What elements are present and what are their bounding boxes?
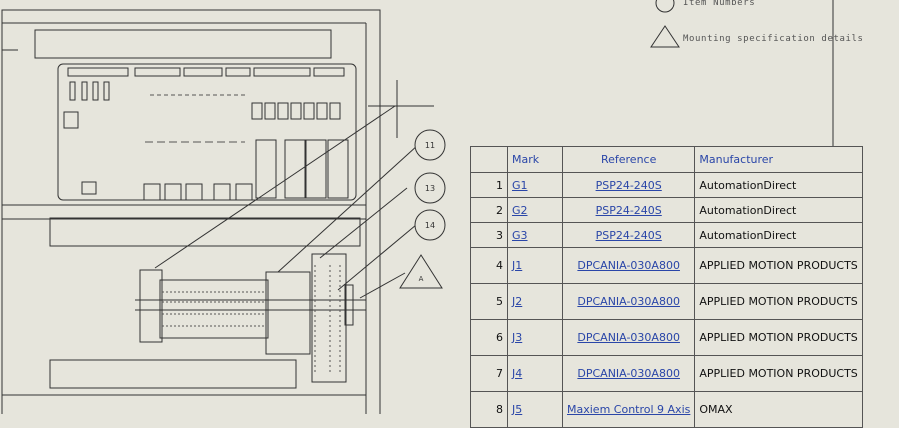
- panel-layout-drawing: 11 13 14 A: [1, 0, 834, 414]
- bom-header-reference: Reference: [561, 146, 696, 173]
- manufacturer-cell: AutomationDirect: [694, 197, 863, 223]
- balloon-11-label: 11: [425, 141, 435, 150]
- terminal-blocks: [159, 279, 269, 339]
- reference-link[interactable]: DPCANIA-030A800: [577, 295, 680, 308]
- mark-link[interactable]: G3: [512, 228, 528, 242]
- manufacturer-cell: APPLIED MOTION PRODUCTS: [694, 283, 863, 320]
- row-number: 5: [470, 283, 508, 320]
- row-number: 2: [470, 197, 508, 223]
- mark-link[interactable]: G2: [512, 203, 528, 217]
- drive-modules: [311, 253, 347, 383]
- terminal-block-detail: [145, 94, 341, 375]
- enclosure-outline: [1, 9, 381, 414]
- mark-link[interactable]: J4: [512, 367, 523, 380]
- row-number: 8: [470, 391, 508, 428]
- balloon-13-label: 13: [425, 184, 435, 193]
- balloon-11: [414, 129, 446, 161]
- bom-header-num: [470, 146, 508, 173]
- reference-link[interactable]: DPCANIA-030A800: [577, 331, 680, 344]
- row-number: 4: [470, 247, 508, 284]
- bom-table: Mark Reference Manufacturer 1 G1 PSP24-2…: [470, 146, 863, 428]
- top-wire-duct: [34, 29, 332, 59]
- row-number: 1: [470, 172, 508, 198]
- triangle-a-label: A: [419, 275, 424, 283]
- row-number: 6: [470, 319, 508, 356]
- row-number: 7: [470, 355, 508, 392]
- balloon-14: [414, 209, 446, 241]
- table-row: 2 G2 PSP24-240S AutomationDirect: [470, 197, 863, 223]
- mid-wire-duct: [49, 217, 361, 247]
- bom-header-row: Mark Reference Manufacturer: [470, 146, 863, 173]
- manufacturer-cell: AutomationDirect: [694, 172, 863, 198]
- reference-link[interactable]: DPCANIA-030A800: [577, 259, 680, 272]
- mark-link[interactable]: J5: [512, 403, 523, 416]
- controller-board: [57, 63, 357, 201]
- reference-link[interactable]: DPCANIA-030A800: [577, 367, 680, 380]
- legend-mounting-spec: Mounting specification details: [683, 34, 864, 44]
- manufacturer-cell: AutomationDirect: [694, 222, 863, 248]
- table-row: 4 J1 DPCANIA-030A800 APPLIED MOTION PROD…: [470, 247, 863, 284]
- bottom-wire-duct: [49, 359, 297, 389]
- mark-link[interactable]: J1: [512, 259, 523, 272]
- mark-link[interactable]: J2: [512, 295, 523, 308]
- reference-link[interactable]: PSP24-240S: [595, 228, 662, 242]
- balloon-14-label: 14: [425, 221, 435, 230]
- reference-link[interactable]: Maxiem Control 9 Axis: [567, 403, 691, 416]
- table-row: 7 J4 DPCANIA-030A800 APPLIED MOTION PROD…: [470, 355, 863, 392]
- manufacturer-cell: APPLIED MOTION PRODUCTS: [694, 319, 863, 356]
- reference-link[interactable]: PSP24-240S: [595, 203, 662, 217]
- table-row: 3 G3 PSP24-240S AutomationDirect: [470, 222, 863, 248]
- table-row: 8 J5 Maxiem Control 9 Axis OMAX: [470, 391, 863, 428]
- table-row: 1 G1 PSP24-240S AutomationDirect: [470, 172, 863, 198]
- legend-item-number-circle: [655, 0, 675, 13]
- row-number: 3: [470, 222, 508, 248]
- legend-triangle-icon: [650, 25, 680, 48]
- reference-link[interactable]: PSP24-240S: [595, 178, 662, 192]
- table-row: 6 J3 DPCANIA-030A800 APPLIED MOTION PROD…: [470, 319, 863, 356]
- mark-link[interactable]: G1: [512, 178, 528, 192]
- mark-link[interactable]: J3: [512, 331, 523, 344]
- legend-item-numbers: Item Numbers: [683, 0, 756, 8]
- table-row: 5 J2 DPCANIA-030A800 APPLIED MOTION PROD…: [470, 283, 863, 320]
- manufacturer-cell: APPLIED MOTION PRODUCTS: [694, 355, 863, 392]
- balloon-13: [414, 172, 446, 204]
- manufacturer-cell: OMAX: [694, 391, 863, 428]
- bom-header-manufacturer: Manufacturer: [694, 146, 863, 173]
- manufacturer-cell: APPLIED MOTION PRODUCTS: [694, 247, 863, 284]
- mounting-triangle-a: [399, 254, 443, 289]
- bom-header-mark: Mark: [507, 146, 563, 173]
